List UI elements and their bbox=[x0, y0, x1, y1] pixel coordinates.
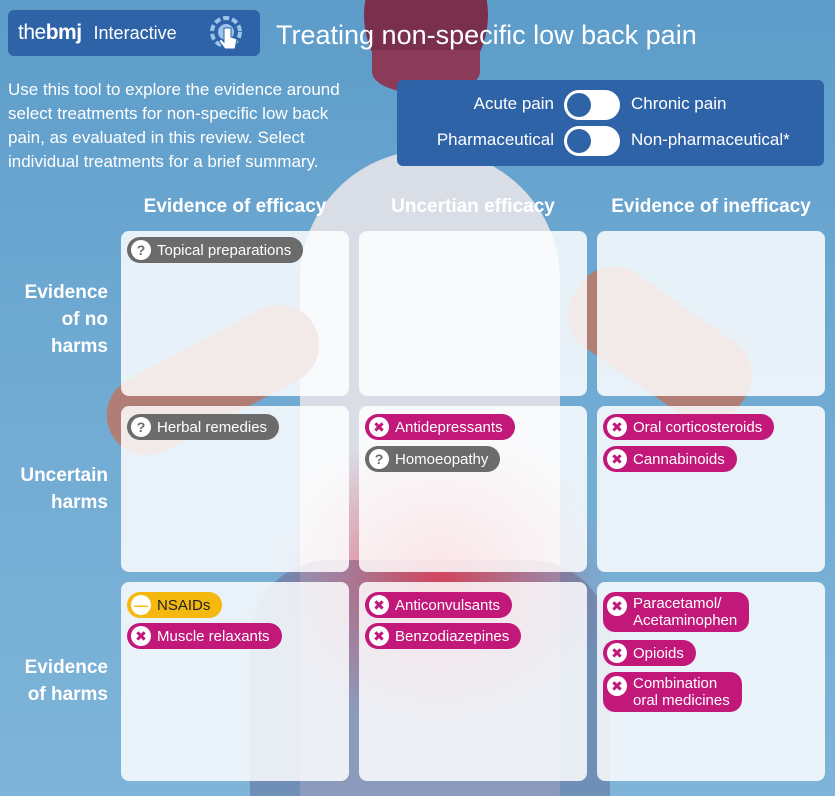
cross-icon: ✖ bbox=[607, 417, 627, 437]
cell-uncertain-efficacy-uncertain-harms: ✖ Antidepressants ? Homoeopathy bbox=[359, 406, 587, 572]
toggle-knob bbox=[567, 93, 591, 117]
cross-icon: ✖ bbox=[607, 676, 627, 696]
minus-icon: — bbox=[131, 595, 151, 615]
cross-icon: ✖ bbox=[607, 643, 627, 663]
column-header-uncertain-efficacy: Uncertian efficacy bbox=[391, 196, 555, 217]
cell-efficacy-harms: — NSAIDs ✖ Muscle relaxants bbox=[121, 582, 349, 781]
treatment-pill[interactable]: ? Herbal remedies bbox=[127, 414, 280, 440]
bmj-wordmark: thebmj bbox=[18, 21, 82, 44]
treatment-pill[interactable]: ✖ Benzodiazepines bbox=[365, 623, 522, 649]
filter-panel: Acute pain Chronic pain Pharmaceutical N… bbox=[397, 80, 824, 166]
cross-icon: ✖ bbox=[369, 626, 389, 646]
row-header-no-harms: Evidence of no harms bbox=[4, 279, 108, 360]
acute-pain-label[interactable]: Acute pain bbox=[473, 94, 554, 113]
treatment-pill[interactable]: ✖ Opioids bbox=[603, 640, 696, 666]
treatment-pill[interactable]: ✖ Anticonvulsants bbox=[365, 592, 513, 618]
treatment-label: Herbal remedies bbox=[157, 418, 268, 436]
treatment-label: Anticonvulsants bbox=[395, 596, 501, 614]
non-pharmaceutical-label[interactable]: Non-pharmaceutical* bbox=[631, 130, 790, 149]
row-header-line: harms bbox=[50, 492, 108, 513]
cell-inefficacy-uncertain-harms: ✖ Oral corticosteroids ✖ Cannabinoids bbox=[597, 406, 825, 572]
question-icon: ? bbox=[131, 417, 151, 437]
cross-icon: ✖ bbox=[369, 417, 389, 437]
column-header-inefficacy: Evidence of inefficacy bbox=[611, 196, 811, 217]
treatment-pill[interactable]: ✖ Combination oral medicines bbox=[603, 672, 742, 712]
cross-icon: ✖ bbox=[607, 596, 627, 616]
treatment-label: Antidepressants bbox=[395, 418, 503, 436]
cell-efficacy-no-harms: ? Topical preparations bbox=[121, 231, 349, 396]
row-header-line: of harms bbox=[27, 684, 108, 705]
chronic-pain-label[interactable]: Chronic pain bbox=[631, 94, 727, 113]
cell-inefficacy-no-harms bbox=[597, 231, 825, 396]
question-icon: ? bbox=[131, 240, 151, 260]
treatment-label: Cannabinoids bbox=[633, 450, 725, 468]
treatment-label: Benzodiazepines bbox=[395, 627, 510, 645]
row-header-line: Evidence bbox=[24, 657, 108, 678]
pharmaceutical-label[interactable]: Pharmaceutical bbox=[436, 130, 554, 149]
row-header-line: harms bbox=[50, 336, 108, 357]
cell-inefficacy-harms: ✖ Paracetamol/ Acetaminophen ✖ Opioids ✖… bbox=[597, 582, 825, 781]
treatment-label: NSAIDs bbox=[157, 596, 211, 614]
treatment-label-line: oral medicines bbox=[633, 692, 730, 709]
treatment-pill[interactable]: ✖ Paracetamol/ Acetaminophen bbox=[603, 592, 750, 632]
cell-uncertain-efficacy-no-harms bbox=[359, 231, 587, 396]
treatment-label: Paracetamol/ Acetaminophen bbox=[633, 595, 737, 629]
treatment-pill[interactable]: ✖ Muscle relaxants bbox=[127, 623, 282, 649]
treatment-label: Oral corticosteroids bbox=[633, 418, 763, 436]
treatment-label: Opioids bbox=[633, 644, 684, 662]
treatment-pill[interactable]: ✖ Antidepressants bbox=[365, 414, 515, 440]
row-header-line: of no bbox=[61, 309, 108, 330]
treatment-label: Homoeopathy bbox=[395, 450, 489, 468]
brand-interactive-label: Interactive bbox=[93, 22, 177, 43]
row-header-harms: Evidence of harms bbox=[4, 654, 108, 708]
treatment-label-line: Paracetamol/ bbox=[633, 595, 722, 612]
treatment-type-toggle[interactable] bbox=[564, 126, 620, 156]
row-header-line: Uncertain bbox=[20, 465, 108, 486]
treatment-label-line: Combination bbox=[633, 675, 718, 692]
treatment-pill[interactable]: ✖ Cannabinoids bbox=[603, 446, 737, 472]
treatment-label: Combination oral medicines bbox=[633, 675, 730, 709]
treatment-label: Muscle relaxants bbox=[157, 627, 270, 645]
pain-filter-row: Acute pain Chronic pain bbox=[397, 86, 824, 122]
cross-icon: ✖ bbox=[131, 626, 151, 646]
treatment-filter-row: Pharmaceutical Non-pharmaceutical* bbox=[397, 122, 824, 158]
intro-text: Use this tool to explore the evidence ar… bbox=[8, 80, 340, 171]
row-header-line: Evidence bbox=[24, 282, 108, 303]
row-header-uncertain-harms: Uncertain harms bbox=[4, 462, 108, 516]
page-title: Treating non-specific low back pain bbox=[276, 20, 697, 50]
column-header-efficacy: Evidence of efficacy bbox=[143, 196, 327, 217]
bmj-interactive-logo[interactable]: thebmj Interactive bbox=[8, 10, 260, 56]
treatment-pill[interactable]: — NSAIDs bbox=[127, 592, 223, 618]
cross-icon: ✖ bbox=[369, 595, 389, 615]
cross-icon: ✖ bbox=[607, 449, 627, 469]
treatment-label: Topical preparations bbox=[157, 241, 292, 259]
touch-icon bbox=[210, 16, 246, 52]
treatment-pill[interactable]: ? Topical preparations bbox=[127, 237, 304, 263]
treatment-label-line: Acetaminophen bbox=[633, 612, 738, 629]
toggle-knob bbox=[567, 129, 591, 153]
treatment-pill[interactable]: ? Homoeopathy bbox=[365, 446, 501, 472]
question-icon: ? bbox=[369, 449, 389, 469]
treatment-pill[interactable]: ✖ Oral corticosteroids bbox=[603, 414, 775, 440]
cell-uncertain-efficacy-harms: ✖ Anticonvulsants ✖ Benzodiazepines bbox=[359, 582, 587, 781]
cell-efficacy-uncertain-harms: ? Herbal remedies bbox=[121, 406, 349, 572]
pain-type-toggle[interactable] bbox=[564, 90, 620, 120]
